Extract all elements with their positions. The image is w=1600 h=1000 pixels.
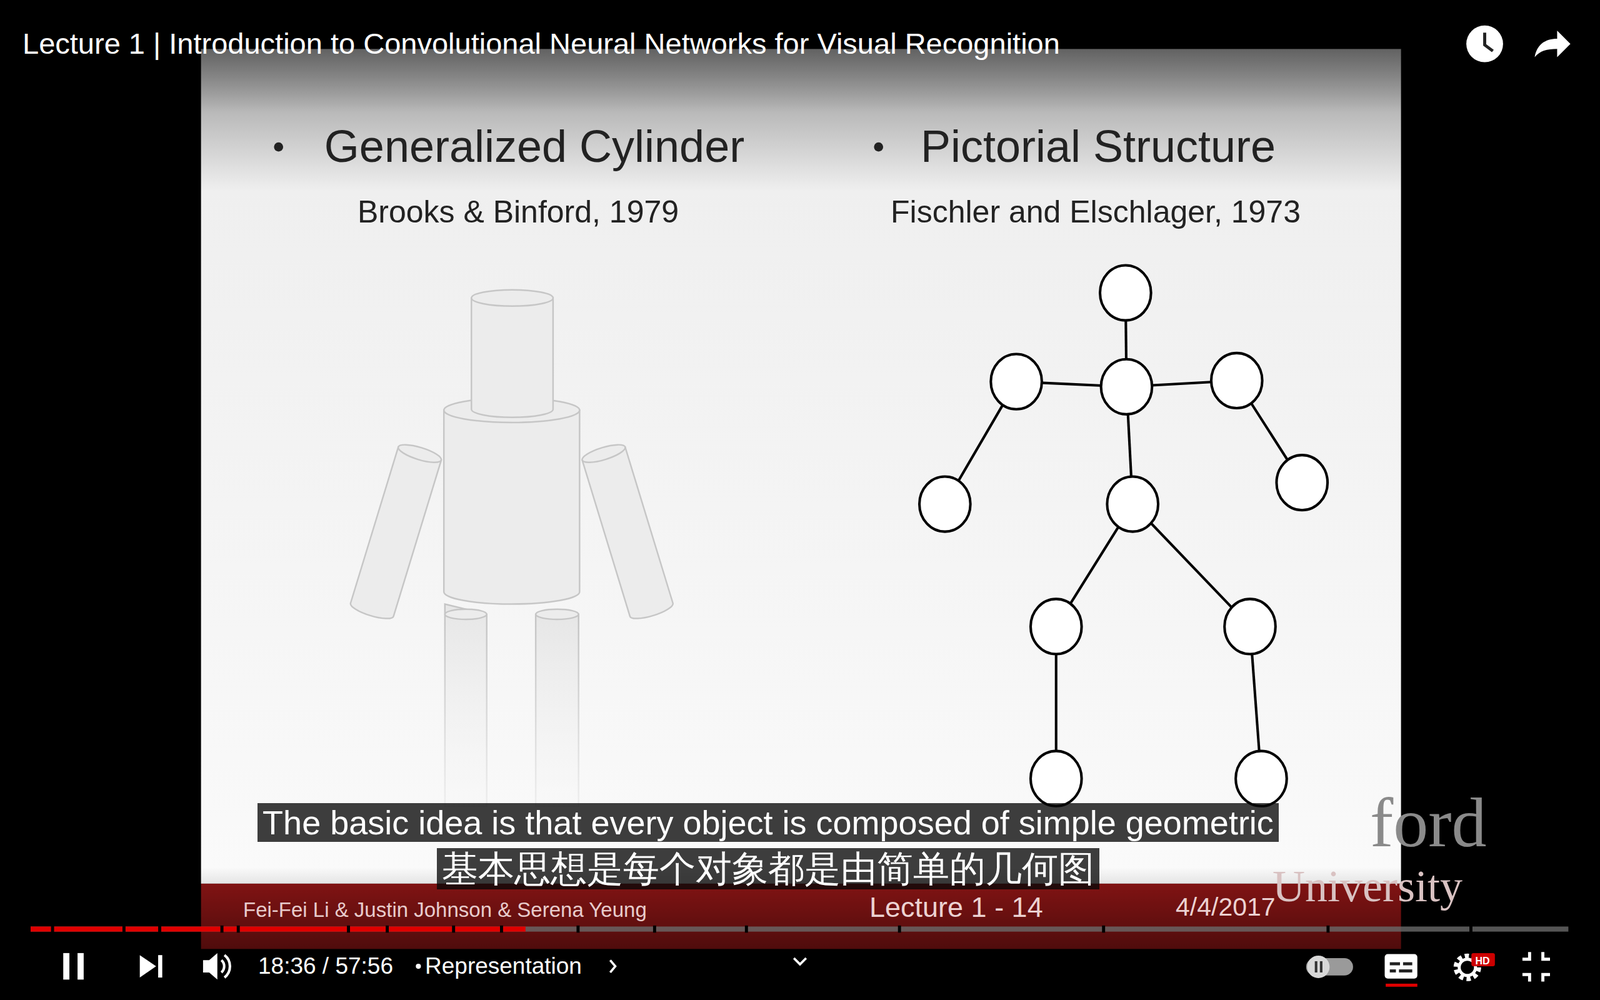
chapter-gap xyxy=(346,925,350,933)
volume-icon xyxy=(203,953,218,980)
citation: Fischler and Elschlager, 1973 xyxy=(890,194,1301,231)
bullet xyxy=(273,142,284,152)
video-title: Lecture 1 | Introduction to Convolutiona… xyxy=(22,26,1060,61)
chapter-dot xyxy=(415,963,421,969)
subtitles-icon xyxy=(1398,969,1412,973)
chapter-gap xyxy=(451,925,455,933)
subtitles-icon xyxy=(1390,962,1400,966)
citation: Brooks & Binford, 1979 xyxy=(357,194,679,231)
autoplay-knob xyxy=(1315,961,1318,973)
part-circle xyxy=(1211,353,1263,409)
watch-later-icon xyxy=(1466,25,1504,63)
chapter-gap xyxy=(236,925,240,933)
slide-background xyxy=(201,48,1402,884)
chapter-gap xyxy=(122,925,126,933)
subtitle-line: The basic idea is that every object is c… xyxy=(257,803,1279,842)
share-icon xyxy=(1535,30,1571,57)
hd-badge-text: HD xyxy=(1475,955,1490,967)
leg-cylinder xyxy=(535,614,579,807)
chapter-gap xyxy=(500,925,504,933)
part-circle xyxy=(1101,359,1153,415)
logo-text: ford xyxy=(1370,782,1487,864)
chapter-gap xyxy=(1101,925,1105,933)
leg-cylinder xyxy=(445,604,487,807)
chapter-gap xyxy=(51,925,55,933)
part-circle xyxy=(1030,598,1082,654)
leg-cylinder-top xyxy=(445,609,487,620)
autoplay-knob xyxy=(1320,961,1323,973)
logo-text: University xyxy=(1272,860,1463,913)
top-shade xyxy=(0,0,1600,113)
subtitles-underline xyxy=(1385,983,1418,987)
head-cylinder xyxy=(471,298,554,418)
pause-icon xyxy=(63,953,70,980)
chapter-gap xyxy=(220,925,224,933)
subtitle-line: 基本思想是每个对象都是由简单的几何图 xyxy=(436,848,1100,890)
chapter-gap xyxy=(653,925,657,933)
chapter-gap xyxy=(158,925,162,933)
arm-cylinder xyxy=(348,446,442,622)
volume-icon xyxy=(221,955,230,978)
slide-authors: Fei-Fei Li & Justin Johnson & Serena Yeu… xyxy=(243,898,647,922)
bullet xyxy=(873,142,884,152)
arm-cylinder xyxy=(582,446,675,622)
pause-icon xyxy=(77,953,84,980)
part-circle xyxy=(1235,751,1287,807)
chapter-gap xyxy=(1326,925,1330,933)
subtitles-icon xyxy=(1390,969,1397,973)
torso-cylinder xyxy=(443,410,580,604)
chapter-chevron xyxy=(610,960,615,973)
slide-date: 4/4/2017 xyxy=(1175,892,1276,922)
arm-cylinder-top xyxy=(580,441,627,467)
expand-chevron xyxy=(793,958,807,965)
chapter-gap xyxy=(898,925,902,933)
subtitles-icon xyxy=(1385,954,1418,979)
chapter-gap xyxy=(385,925,389,933)
part-circle xyxy=(919,476,971,532)
head-cylinder-top xyxy=(471,290,554,307)
part-circle xyxy=(1276,455,1328,510)
slide-number: Lecture 1 - 14 xyxy=(869,891,1044,924)
time-display: 18:36 / 57:56 xyxy=(258,953,394,980)
part-circle xyxy=(1030,751,1082,807)
part-circle xyxy=(1100,265,1152,320)
part-circle xyxy=(1106,476,1159,532)
chapter-gap xyxy=(1469,925,1473,933)
next-icon xyxy=(158,955,163,978)
arm-cylinder-top xyxy=(396,441,443,467)
exit-fullscreen-icon xyxy=(1522,951,1550,982)
progress-track xyxy=(30,926,1569,932)
chapter-gap xyxy=(576,925,580,933)
slide-heading: Pictorial Structure xyxy=(920,120,1276,173)
progress-played xyxy=(30,926,526,932)
slide-heading: Generalized Cylinder xyxy=(324,120,745,173)
next-icon xyxy=(140,955,157,978)
subtitles-icon xyxy=(1403,962,1413,966)
part-circle xyxy=(990,354,1042,410)
leg-cylinder-top xyxy=(535,609,579,620)
chapter-gap xyxy=(745,925,749,933)
watch-later-icon xyxy=(1485,32,1494,51)
chapter-title: Representation xyxy=(425,953,582,980)
part-circle xyxy=(1224,598,1276,654)
autoplay-knob xyxy=(1306,955,1330,979)
